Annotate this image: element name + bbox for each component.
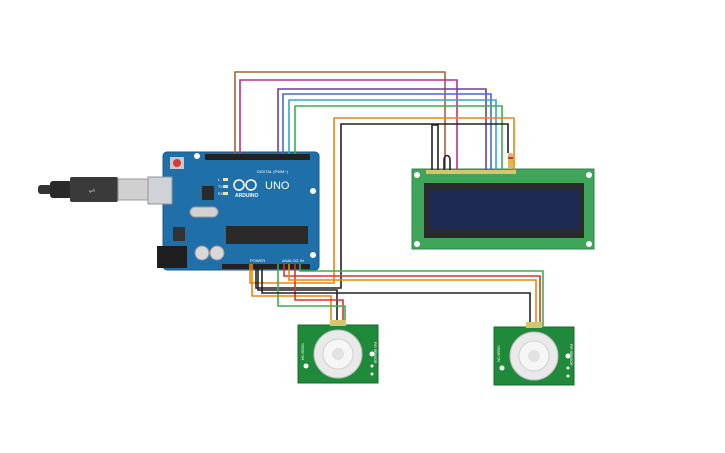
wire-magenta — [239, 79, 458, 170]
wire-green — [294, 105, 503, 170]
led-label-l: L — [218, 178, 220, 182]
led-label-tx: TX — [218, 185, 223, 189]
wire-pir1-out — [294, 264, 344, 324]
wire-cyan — [288, 99, 497, 170]
wire-blue — [282, 93, 492, 170]
wire-power-5v — [249, 117, 515, 284]
usb-symbol: ⇌ — [89, 186, 96, 195]
pir-wires — [251, 264, 544, 326]
analog-label: ANALOG IN — [282, 258, 304, 263]
wire-pir1-vcc — [251, 264, 332, 324]
model-label: UNO — [265, 180, 290, 192]
pir2-label-left: HC-SR501 — [497, 345, 501, 362]
arduino-logo — [233, 179, 257, 191]
lcd-screen — [429, 190, 579, 230]
pir-sensor-1: HC-SR501 PIR SENSOR — [297, 320, 379, 384]
wire-power-gnd — [255, 123, 509, 289]
digital-header — [205, 154, 310, 160]
pir2-label-right: PIR SENSOR — [569, 344, 573, 366]
power-analog-header — [222, 264, 310, 269]
wire-pir2-red — [283, 264, 541, 326]
usb-cable: ⇌ — [38, 177, 149, 202]
atmega-chip — [226, 226, 308, 244]
power-label: POWER — [250, 258, 265, 263]
wire-brown — [234, 71, 446, 170]
arduino-uno-board: UNO ARDUINO DIGITAL (PWM~) POWER ANALOG … — [147, 151, 320, 271]
pir-sensor-2: HC-SR501 PIR SENSOR — [493, 322, 575, 386]
wire-pir2-out — [299, 264, 544, 326]
digital-header-label: DIGITAL (PWM~) — [257, 169, 289, 174]
wire-purple — [277, 88, 487, 170]
wire-pir2-gnd — [261, 264, 531, 326]
lcd-wires — [234, 71, 515, 289]
pir1-label-right: PIR SENSOR — [373, 342, 377, 364]
lcd-16x2-module — [411, 153, 595, 250]
brand-label: ARDUINO — [235, 193, 258, 199]
reset-button — [173, 159, 181, 167]
lcd-pin-header — [426, 170, 516, 174]
pir1-label-left: HC-SR501 — [301, 343, 305, 360]
wire-pir1-gnd — [257, 264, 338, 324]
led-label-rx: RX — [218, 192, 224, 196]
